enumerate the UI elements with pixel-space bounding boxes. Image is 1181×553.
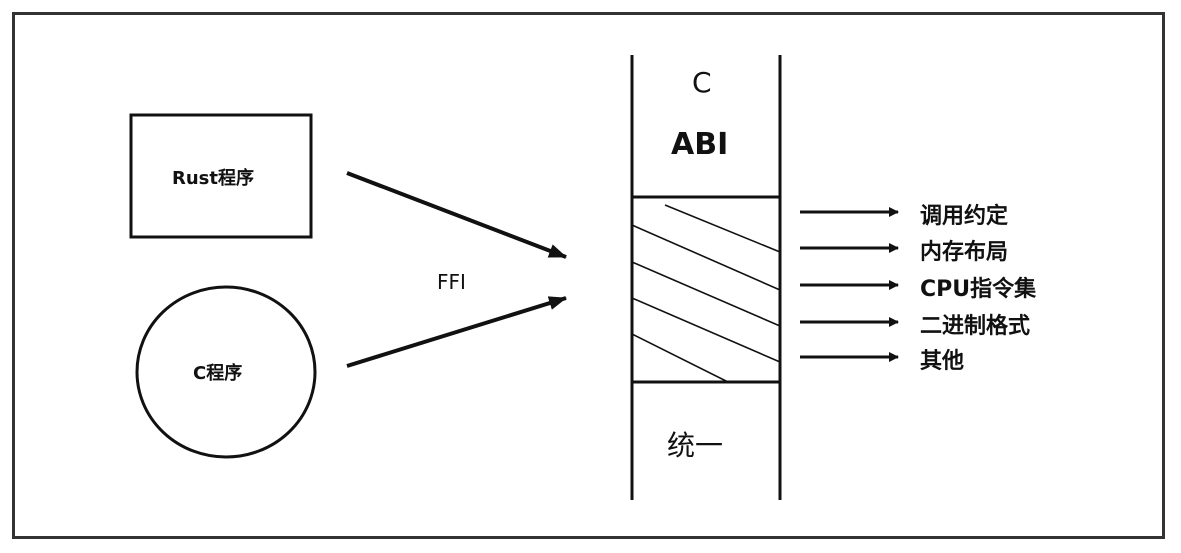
ffi-label: FFI xyxy=(437,270,466,294)
property-arrows xyxy=(800,207,899,362)
property-cpu-instruction-set: CPU指令集 xyxy=(920,277,1037,302)
property-memory-layout: 内存布局 xyxy=(920,240,1009,265)
c-program-label: C程序 xyxy=(193,363,243,384)
c-to-abi-arrow xyxy=(346,296,567,368)
abi-title: ABI xyxy=(671,127,729,162)
abi-hatch-pattern xyxy=(632,204,780,382)
c-program-circle xyxy=(135,285,317,459)
rust-to-abi-arrow xyxy=(346,171,567,259)
rust-program-box xyxy=(129,113,313,239)
property-calling-convention: 调用约定 xyxy=(920,204,1009,229)
property-binary-format: 二进制格式 xyxy=(920,314,1031,339)
diagram-frame xyxy=(12,12,1165,539)
property-other: 其他 xyxy=(920,349,965,374)
abi-c-letter: C xyxy=(692,66,712,99)
rust-program-label: Rust程序 xyxy=(172,168,254,189)
abi-unify-label: 统一 xyxy=(667,429,724,462)
